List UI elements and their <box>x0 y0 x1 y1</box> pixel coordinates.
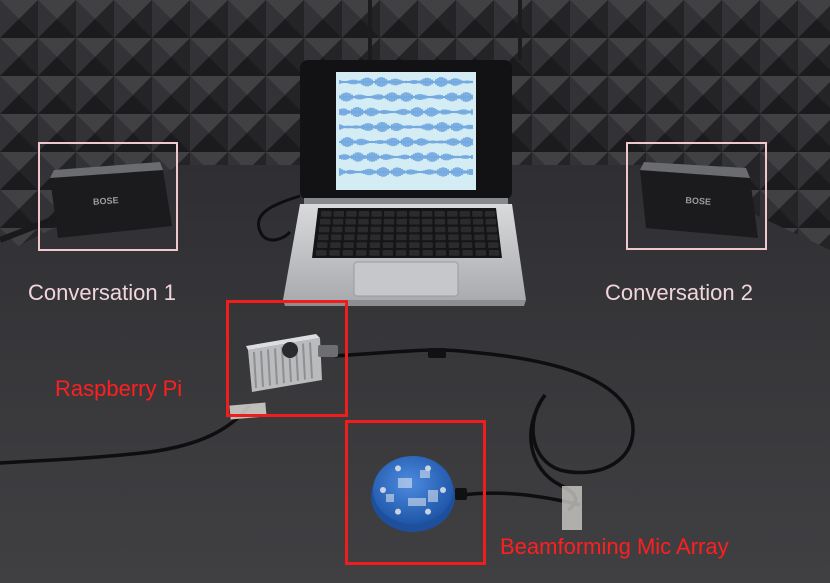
mic-array-icon <box>371 456 467 532</box>
raspberry-pi-board-icon <box>246 334 338 392</box>
speaker-right-label: Conversation 2 <box>605 280 753 305</box>
speaker-left-highlight <box>38 142 178 251</box>
raspberry-pi-label: Raspberry Pi <box>55 376 183 401</box>
raspberry-pi-highlight <box>226 300 348 417</box>
mic-array-label: Beamforming Mic Array <box>500 534 729 559</box>
laptop-icon <box>283 60 526 306</box>
mic-array-highlight <box>345 420 486 565</box>
speaker-icon: BOSE <box>50 162 172 238</box>
speaker-logo: BOSE <box>685 195 711 207</box>
table-surface <box>0 165 830 583</box>
speaker-left-label: Conversation 1 <box>28 280 176 305</box>
speaker-logo: BOSE <box>93 195 119 207</box>
speaker-icon: BOSE <box>640 162 758 238</box>
speaker-right-highlight <box>626 142 767 250</box>
